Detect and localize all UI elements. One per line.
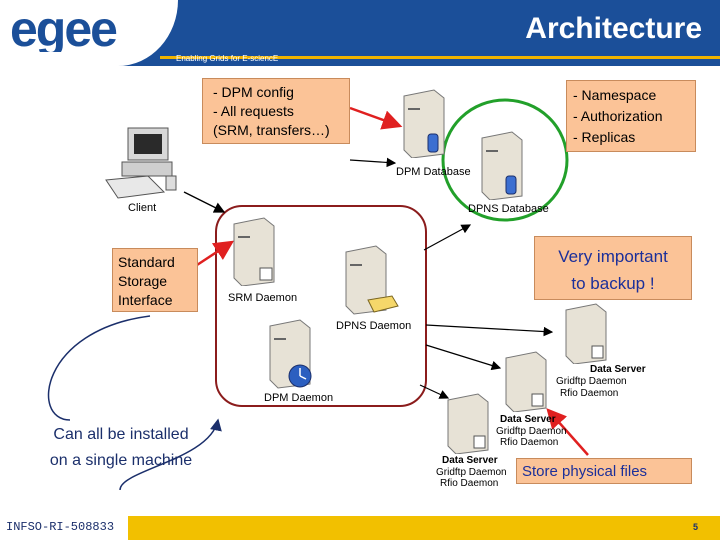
client-computer-icon: [105, 127, 177, 199]
tagline: Enabling Grids for E-sciencE: [176, 54, 279, 63]
install-note: Can all be installed on a single machine: [36, 422, 206, 474]
physical-files-callout: Store physical files: [516, 458, 692, 484]
namespace-line-2: - Authorization: [573, 108, 663, 124]
data-server-1-gridftp: Gridftp Daemon: [556, 376, 627, 387]
data-server-2-title: Data Server: [500, 414, 556, 425]
namespace-callout: - Namespace - Authorization - Replicas: [566, 80, 696, 152]
dpns-daemon-server-icon: [345, 245, 399, 315]
page-number: 5: [692, 522, 698, 532]
backup-callout: Very important to backup !: [534, 236, 692, 300]
namespace-line-1: - Namespace: [573, 87, 657, 103]
data-server-1-rfio: Rfio Daemon: [560, 388, 619, 399]
data-server-2-gridftp: Gridftp Daemon: [496, 426, 567, 437]
standard-storage-line-2: Storage: [118, 273, 168, 289]
data-server-3-rfio: Rfio Daemon: [440, 478, 499, 489]
page-title: Architecture: [525, 12, 702, 45]
srm-daemon-label: SRM Daemon: [228, 292, 298, 304]
footer-left-panel: [0, 516, 128, 540]
namespace-line-3: - Replicas: [573, 129, 636, 145]
dpm-daemon-label: DPM Daemon: [264, 392, 334, 404]
data-server-3-icon: [447, 393, 489, 454]
dpm-config-line-3: (SRM, transfers…): [213, 122, 330, 138]
data-server-2-rfio: Rfio Daemon: [500, 437, 559, 448]
dpm-daemon-server-icon: [269, 319, 312, 389]
dpns-daemon-label: DPNS Daemon: [336, 320, 412, 332]
footer-project-code: INFSO-RI-508833: [6, 520, 115, 534]
standard-storage-line-3: Interface: [118, 292, 173, 308]
dpm-config-callout: - DPM config - All requests (SRM, transf…: [202, 78, 350, 144]
dpm-config-line-2: - All requests: [213, 103, 294, 119]
dpns-database-label: DPNS Database: [468, 203, 549, 215]
daemon-group-frame: [215, 205, 427, 407]
backup-line-2: to backup !: [571, 274, 655, 293]
backup-line-1: Very important: [558, 247, 668, 266]
standard-storage-callout: Standard Storage Interface: [112, 248, 198, 312]
client-label: Client: [128, 202, 157, 214]
dpm-config-line-1: - DPM config: [213, 84, 294, 100]
dpm-database-label: DPM Database: [396, 166, 471, 178]
data-server-2-icon: [505, 351, 547, 412]
standard-storage-line-1: Standard: [118, 254, 175, 270]
egee-logo: egee: [10, 8, 119, 52]
data-server-3-title: Data Server: [442, 455, 498, 466]
data-server-1-title: Data Server: [590, 364, 646, 375]
install-line-1: Can all be installed: [53, 426, 189, 443]
dpns-highlight-circle: [441, 98, 569, 222]
data-server-1-icon: [565, 303, 607, 364]
header-accent-line: [160, 56, 720, 59]
data-server-3-gridftp: Gridftp Daemon: [436, 467, 507, 478]
logo-text: egee: [10, 8, 117, 52]
install-line-2: on a single machine: [49, 452, 193, 469]
dpns-database-server-icon: [481, 131, 523, 200]
dpm-database-server-icon: [403, 89, 445, 158]
srm-daemon-server-icon: [233, 217, 275, 286]
logo-area: [0, 0, 178, 66]
